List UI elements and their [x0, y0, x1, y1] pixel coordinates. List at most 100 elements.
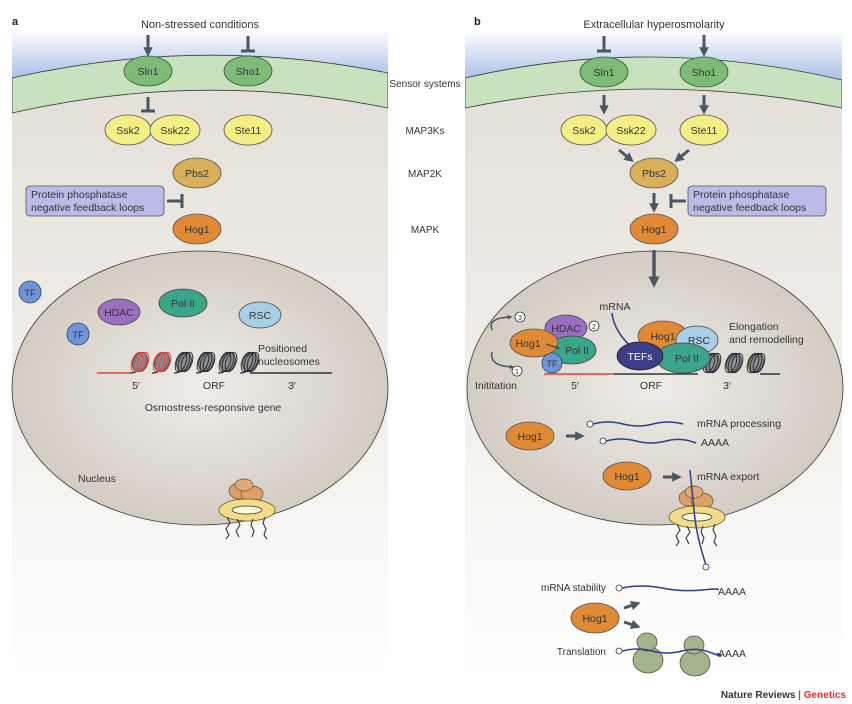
- svg-text:Hog1: Hog1: [582, 613, 607, 625]
- three-prime-label: 3′: [723, 380, 731, 392]
- protein-tefs: TEFs: [616, 341, 664, 371]
- nucleosome: [218, 351, 238, 373]
- pathway-tier-labels: Sensor systems MAP3Ks MAP2K MAPK: [389, 79, 460, 236]
- mrna-strand: [615, 647, 722, 657]
- inhibition-bar: [167, 194, 184, 208]
- mrna-strand: [615, 584, 719, 592]
- step-marker-3: 3: [514, 311, 526, 323]
- protein-tf: TF: [541, 352, 563, 374]
- translation-label: Translation: [557, 647, 606, 658]
- svg-text:3: 3: [518, 315, 522, 322]
- exported-mrna: [689, 469, 710, 571]
- feedback-box: Protein phosphatase negative feedback lo…: [25, 185, 165, 217]
- initiation-complex: HDAC Pol II Hog1 TF 1 2: [490, 311, 600, 377]
- credit-separator: |: [798, 690, 801, 701]
- inhibition-bar: [597, 36, 611, 53]
- nucleus: [11, 250, 389, 526]
- nucleosome: [240, 351, 260, 373]
- elongation-label: Elongation: [729, 321, 779, 333]
- svg-text:Ssk2: Ssk2: [572, 125, 596, 137]
- nucleosome: [130, 351, 150, 373]
- nucleosome: [724, 352, 744, 374]
- svg-text:TEFs: TEFs: [627, 351, 652, 363]
- activation-arrow: [623, 619, 641, 630]
- svg-text:Ste11: Ste11: [691, 125, 718, 137]
- svg-text:Protein phosphatase: Protein phosphatase: [693, 189, 789, 201]
- svg-text:2: 2: [592, 324, 596, 331]
- gene-name-label: Osmostress-responsive gene: [145, 402, 282, 414]
- elongation-complex: Hog1 RSC Pol II TEFs: [616, 320, 719, 374]
- protein-pbs2: Pbs2: [172, 157, 222, 189]
- svg-text:Hog1: Hog1: [184, 224, 209, 236]
- journal-name: Nature Reviews: [721, 690, 796, 701]
- polya-tail-label: AAAA: [718, 648, 746, 660]
- svg-text:Hog1: Hog1: [517, 431, 542, 443]
- protein-tf: TF: [18, 280, 42, 304]
- svg-text:1: 1: [515, 369, 519, 376]
- svg-text:Hog1: Hog1: [650, 331, 675, 343]
- polya-tail-label: AAAA: [701, 437, 729, 449]
- nucleosome-row: [130, 351, 260, 373]
- mrna-strand: [586, 420, 684, 428]
- protein-sln1: Sln1: [123, 55, 173, 87]
- tier-label-mapk: MAPK: [411, 225, 440, 236]
- tier-label-map2k: MAP2K: [408, 169, 442, 180]
- step-arrow: [490, 314, 513, 331]
- protein-ste11: Ste11: [223, 114, 273, 146]
- inhibition-bar: [241, 36, 255, 53]
- step-marker-2: 2: [588, 320, 600, 332]
- protein-hog1: Hog1: [172, 213, 222, 245]
- nucleosome-row: [702, 352, 766, 374]
- svg-text:Pol II: Pol II: [171, 298, 195, 310]
- elongation-label: and remodelling: [729, 334, 804, 346]
- activation-arrow: [618, 148, 634, 163]
- svg-text:HDAC: HDAC: [551, 323, 581, 335]
- svg-text:negative feedback loops: negative feedback loops: [693, 202, 806, 214]
- ribosome: [632, 632, 664, 674]
- step-arrow: [545, 343, 561, 350]
- step-arrow: [490, 351, 515, 370]
- protein-pol-ii: Pol II: [158, 288, 208, 318]
- activation-arrow: [623, 600, 641, 611]
- positioned-nucleosomes-label: Positioned: [258, 343, 307, 355]
- nucleosome: [174, 351, 194, 373]
- svg-text:TF: TF: [25, 288, 36, 298]
- condition-label: Extracellular hyperosmolarity: [583, 19, 725, 31]
- mrna-processing-label: mRNA processing: [697, 418, 781, 430]
- activation-arrow: [674, 148, 690, 163]
- protein-hog1: Hog1: [570, 602, 620, 634]
- orf-label: ORF: [203, 380, 225, 392]
- protein-tf: TF: [66, 322, 90, 346]
- svg-text:RSC: RSC: [249, 310, 272, 322]
- nuclear-pore-complex: [668, 485, 726, 547]
- svg-text:Pol II: Pol II: [675, 353, 699, 365]
- svg-text:HDAC: HDAC: [104, 307, 134, 319]
- extracellular-space: [12, 30, 388, 78]
- five-prime-label: 5′: [132, 380, 140, 392]
- tier-label-map3ks: MAP3Ks: [406, 126, 445, 137]
- plasma-membrane: [465, 56, 842, 109]
- orf-label: ORF: [640, 380, 662, 392]
- protein-rsc: RSC: [238, 301, 282, 329]
- svg-text:Ssk2: Ssk2: [116, 125, 140, 137]
- initiation-label: Inititation: [475, 380, 517, 392]
- protein-sho1: Sho1: [223, 55, 273, 87]
- journal-credit: Nature Reviews | Genetics: [721, 690, 847, 701]
- svg-text:Sln1: Sln1: [137, 66, 158, 78]
- svg-text:Sln1: Sln1: [593, 67, 614, 79]
- five-prime-label: 5′: [571, 380, 579, 392]
- protein-ssk22: Ssk22: [149, 114, 201, 146]
- inhibition-bar: [669, 194, 686, 208]
- protein-hog1: Hog1: [602, 461, 652, 491]
- svg-text:TF: TF: [547, 359, 558, 369]
- inhibition-bar: [141, 97, 155, 113]
- svg-text:Pbs2: Pbs2: [642, 168, 666, 180]
- protein-ssk2: Ssk2: [104, 114, 152, 146]
- protein-hdac: HDAC: [97, 298, 141, 326]
- protein-sho1: Sho1: [679, 56, 729, 88]
- polya-tail-label: AAAA: [718, 586, 746, 598]
- svg-text:Hog1: Hog1: [614, 471, 639, 483]
- nucleosome: [746, 352, 766, 374]
- svg-text:negative feedback loops: negative feedback loops: [31, 202, 144, 214]
